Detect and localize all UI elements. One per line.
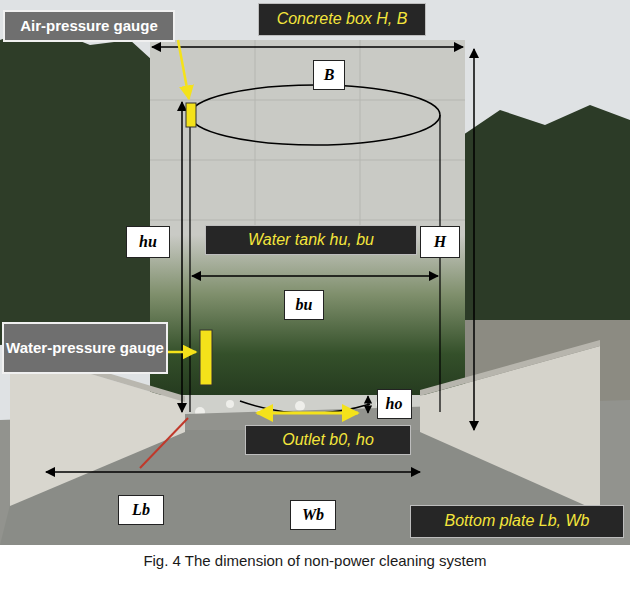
formwork-lines — [150, 40, 465, 240]
label-text: Air-pressure gauge — [20, 17, 158, 34]
right-wall-top — [420, 340, 600, 396]
label-text: bu — [296, 296, 313, 314]
label-text: Concrete box H, B — [277, 10, 408, 28]
dimension-label: Wb — [290, 500, 336, 530]
dimension-arrow — [181, 102, 183, 412]
air-gauge-symbol — [186, 103, 196, 127]
plate-edge-line — [140, 418, 188, 468]
trees-right — [463, 105, 630, 335]
dimension-title: Bottom plate Lb, Wb — [410, 505, 624, 538]
caption-text: Fig. 4 The dimension of non-power cleani… — [143, 552, 486, 569]
outlet-arrow — [257, 412, 358, 415]
label-text: Wb — [302, 506, 324, 524]
concrete-wall — [150, 40, 465, 240]
label-text: Outlet b0, ho — [282, 431, 374, 449]
tank-top-outline — [190, 85, 440, 145]
dimension-label: ho — [377, 389, 412, 419]
leader-arrow — [178, 40, 189, 99]
algae-stain — [150, 235, 465, 405]
tank-side-line — [439, 115, 440, 412]
tank-side-line — [189, 115, 190, 412]
label-text: hu — [139, 233, 157, 251]
dimension-label: bu — [284, 290, 324, 320]
figure-caption: Fig. 4 The dimension of non-power cleani… — [0, 552, 630, 570]
label-text: Water tank hu, bu — [248, 231, 374, 249]
sky — [0, 0, 630, 545]
dimension-title: Water tank hu, bu — [205, 225, 417, 255]
trees-left — [0, 25, 152, 345]
dimension-label: Lb — [118, 495, 164, 525]
dimension-label: B — [313, 60, 345, 90]
dimension-arrow — [192, 275, 438, 277]
dimension-label: hu — [126, 226, 170, 258]
dimension-arrow — [367, 396, 368, 413]
label-text: Bottom plate Lb, Wb — [445, 512, 590, 530]
label-text: B — [324, 66, 335, 84]
dimension-title: Outlet b0, ho — [245, 425, 411, 455]
dimension-arrow — [152, 46, 463, 48]
label-text: H — [434, 233, 446, 251]
dimension-arrow — [46, 471, 420, 473]
label-text: Lb — [132, 501, 150, 519]
dimension-label: H — [420, 226, 460, 258]
dimension-arrow — [473, 49, 475, 430]
gauge-label: Water-pressure gauge — [2, 322, 168, 374]
outlet-outline — [240, 401, 370, 413]
water-gauge-symbol — [200, 330, 212, 385]
label-text: Water-pressure gauge — [6, 339, 164, 356]
dimension-title: Concrete box H, B — [258, 3, 426, 36]
gauge-label: Air-pressure gauge — [3, 10, 175, 42]
label-text: ho — [386, 395, 403, 413]
